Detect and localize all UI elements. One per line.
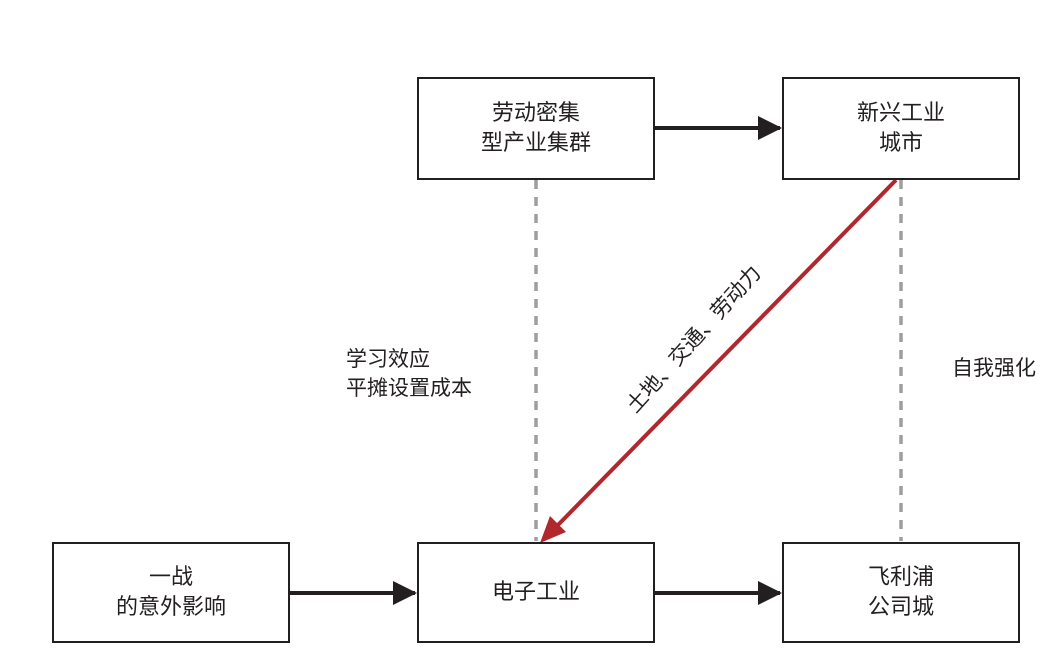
node-labor-cluster-line1: 劳动密集 [491,100,580,126]
node-wwi-impact-line1: 一战 [148,564,193,590]
node-labor-cluster-line2: 型产业集群 [480,130,591,156]
edge-label-learning: 学习效应 平摊设置成本 [346,345,472,403]
edge-label-learning-line1: 学习效应 [346,347,430,371]
arrowhead-cluster-to-city [758,116,782,140]
arrowhead-city-to-electronics [540,516,566,543]
node-electronics-line1: 电子工业 [491,579,580,605]
node-electronics: 电子工业 [417,542,655,643]
edge-label-self-reinforce: 自我强化 [952,356,1036,380]
node-new-industrial-city-line2: 城市 [878,130,923,156]
arrowhead-electronics-to-philips [758,581,782,605]
node-philips-company-town-line1: 飞利浦 [867,564,934,590]
node-philips-company-town: 飞利浦 公司城 [782,542,1020,643]
edge-label-learning-line2: 平摊设置成本 [346,376,472,400]
node-new-industrial-city-line1: 新兴工业 [856,100,945,126]
arrowhead-wwi-to-electronics [393,581,417,605]
node-wwi-impact-line2: 的意外影响 [115,594,226,620]
node-wwi-impact: 一战 的意外影响 [52,542,290,643]
node-new-industrial-city: 新兴工业 城市 [782,77,1020,180]
node-philips-company-town-line2: 公司城 [867,594,934,620]
node-labor-cluster: 劳动密集 型产业集群 [417,77,655,180]
arrow-city-to-electronics [554,178,898,529]
